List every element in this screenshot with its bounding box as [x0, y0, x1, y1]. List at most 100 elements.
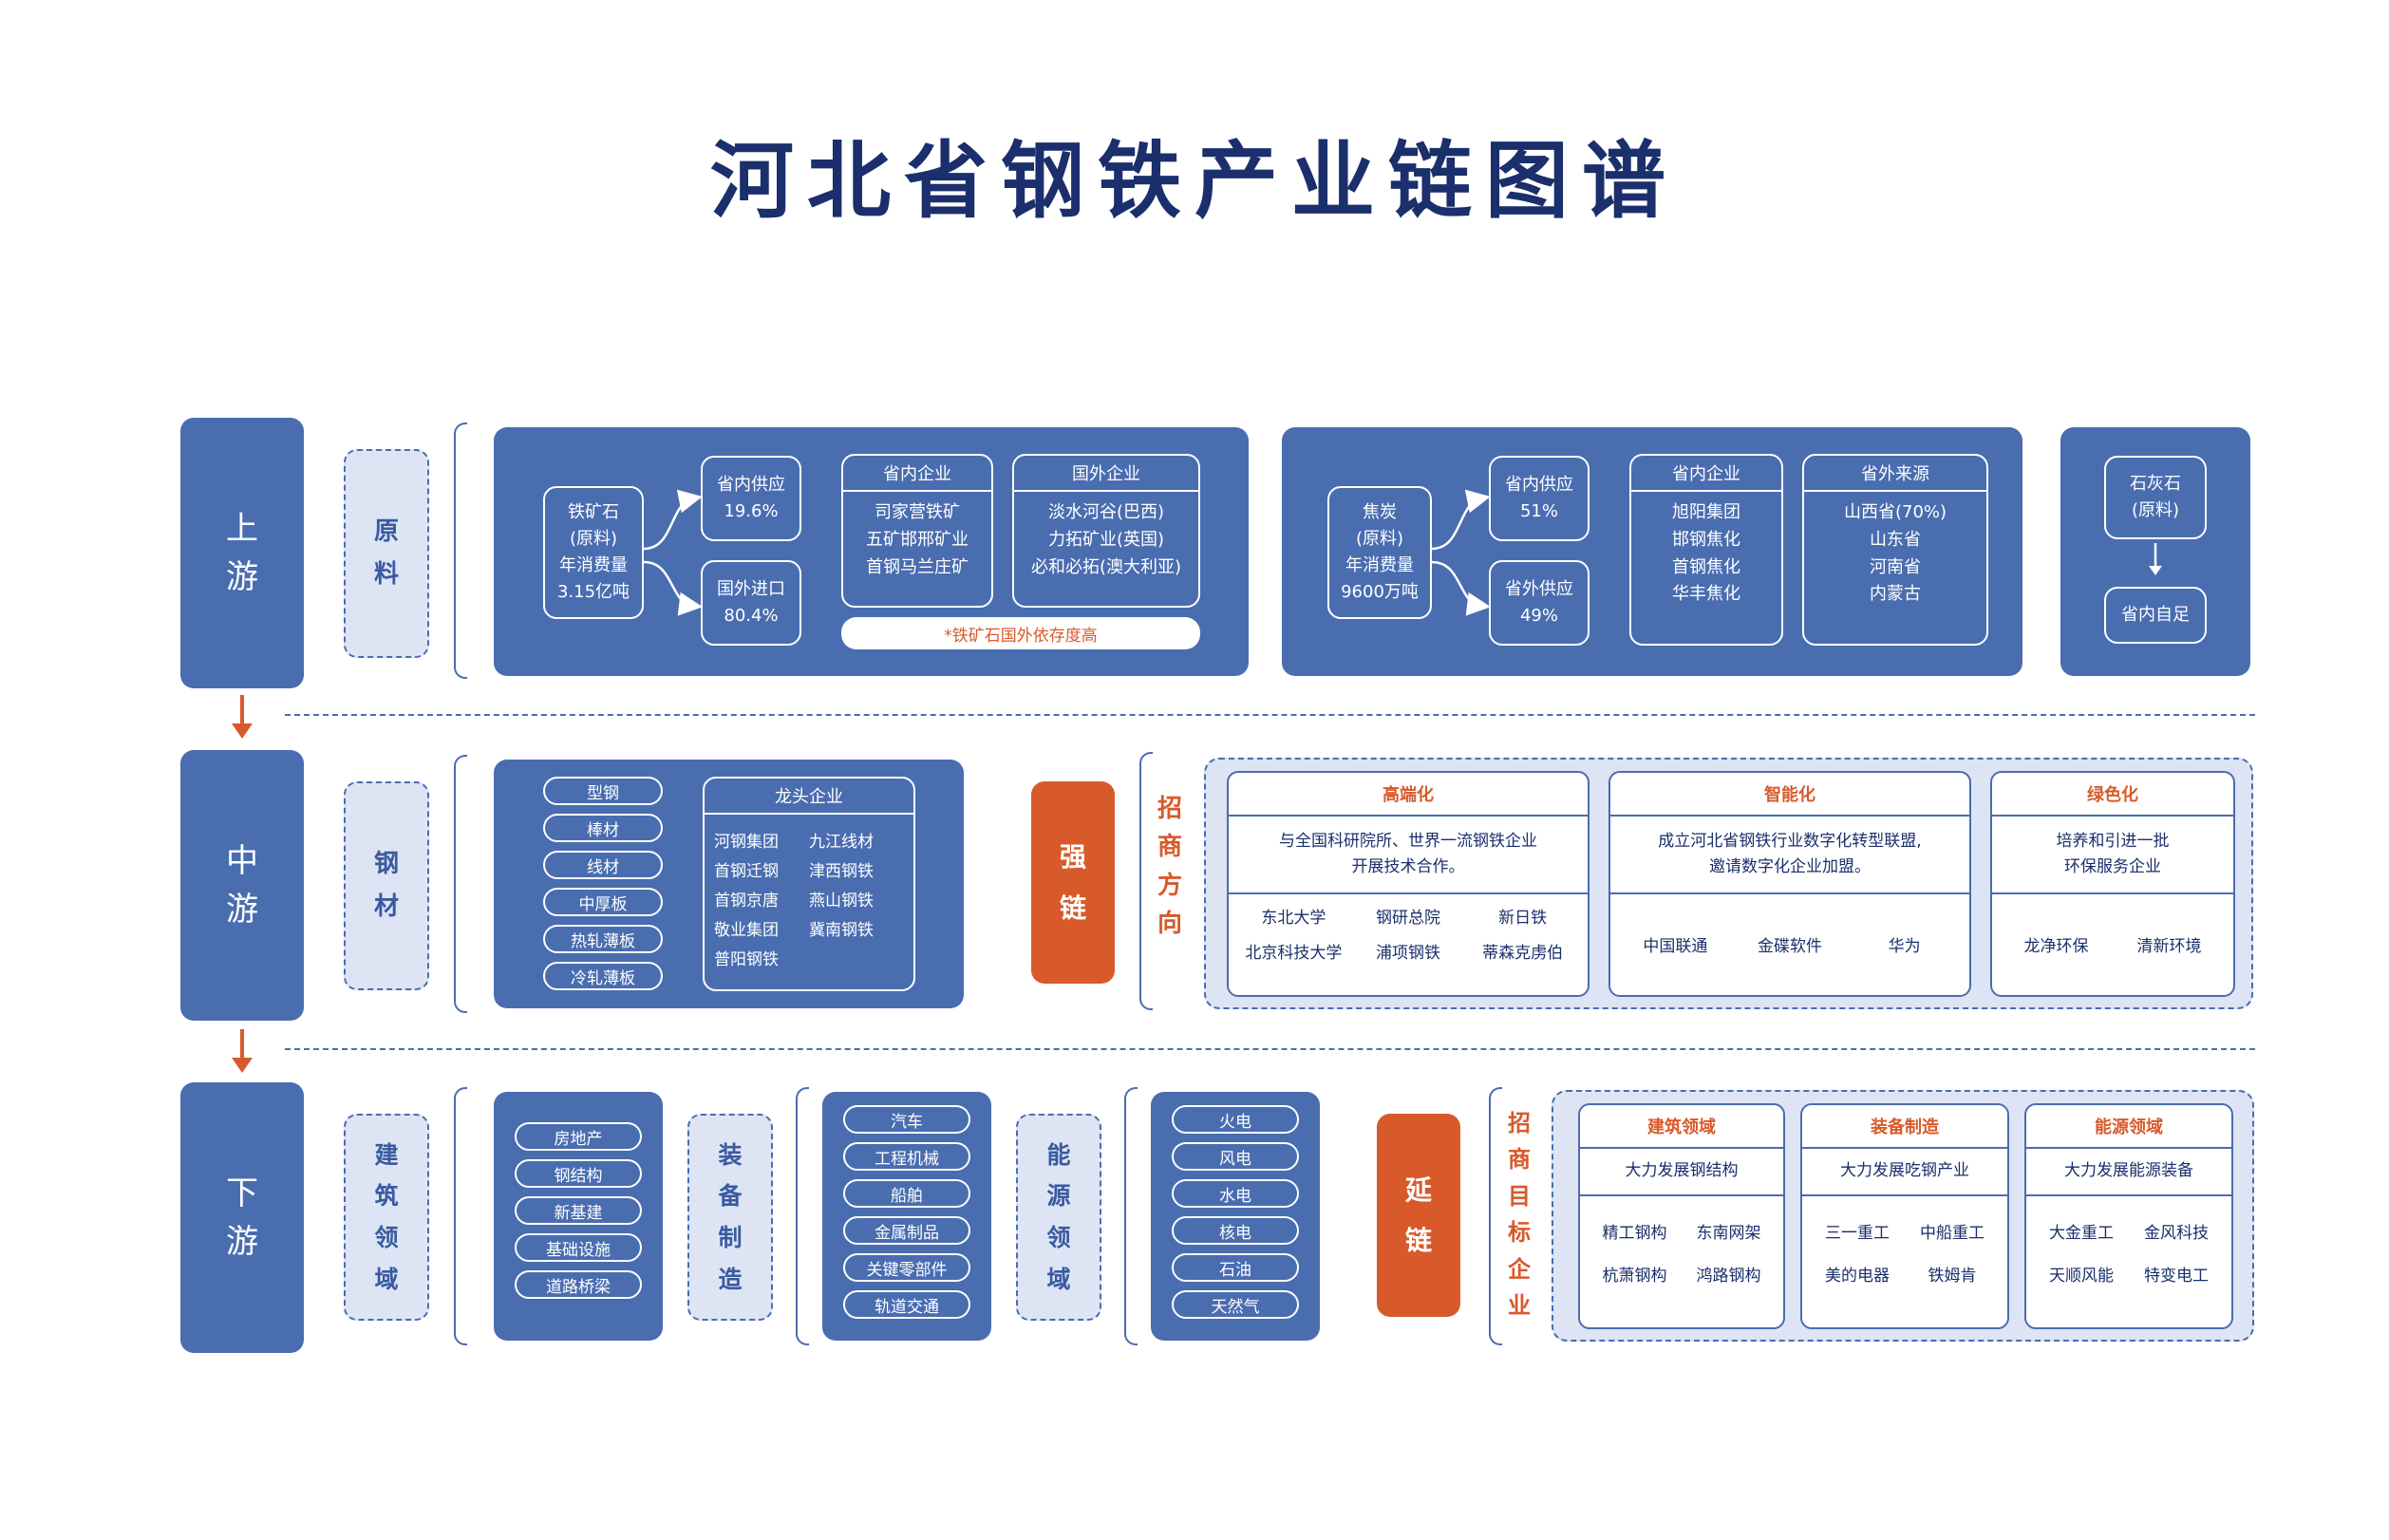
investment-target-panel: 建筑领域 大力发展钢结构 精工钢构 东南网架 杭萧钢构 鸿路钢构 装备制造 大力… — [1552, 1090, 2254, 1342]
enterprise: 津西钢铁 — [809, 862, 874, 881]
source-line: 石灰石 — [2130, 474, 2181, 495]
sector-pill: 天然气 — [1172, 1290, 1299, 1319]
coke-external-supply: 省外供应 49% — [1489, 560, 1590, 646]
source-line: 焦炭 — [1363, 502, 1397, 523]
flow-arrow-head — [232, 723, 253, 739]
enterprise: 特变电工 — [2144, 1267, 2209, 1286]
card-header: 省内企业 — [1631, 456, 1781, 492]
badge-char: 延 — [1404, 1174, 1432, 1206]
category-char: 备 — [718, 1182, 743, 1211]
tier-char: 游 — [226, 557, 258, 596]
label-char: 业 — [1508, 1291, 1531, 1319]
flow-arrow — [240, 1029, 244, 1060]
enterprise: 鸿路钢构 — [1696, 1267, 1761, 1286]
badge-char: 强 — [1059, 841, 1086, 873]
label-char: 向 — [1157, 909, 1182, 938]
iron-ore-source: 铁矿石 (原料) 年消费量 3.15亿吨 — [543, 486, 644, 619]
coke-domestic-supply: 省内供应 51% — [1489, 456, 1590, 541]
category-char: 建 — [374, 1140, 399, 1169]
iron-domestic-supply: 省内供应 19.6% — [701, 456, 801, 541]
sector-pill: 基础设施 — [515, 1233, 642, 1262]
construction-target-card: 建筑领域 大力发展钢结构 精工钢构 东南网架 杭萧钢构 鸿路钢构 — [1578, 1103, 1785, 1329]
category-char: 领 — [374, 1224, 399, 1251]
flow-arrow — [240, 695, 244, 725]
enterprise: 必和必拓(澳大利亚) — [1030, 556, 1182, 577]
sector-pill: 水电 — [1172, 1179, 1299, 1208]
limestone-panel: 石灰石 (原料) 省内自足 — [2060, 427, 2250, 676]
category-char: 域 — [374, 1265, 399, 1293]
category-char: 原 — [373, 516, 399, 546]
label-char: 招 — [1508, 1110, 1531, 1136]
label-char: 方 — [1157, 871, 1182, 900]
source-line: 年消费量 — [1345, 555, 1414, 575]
label-char: 商 — [1157, 833, 1182, 862]
enterprise: 美的电器 — [1825, 1267, 1890, 1286]
enterprise: 淡水河谷(巴西) — [1047, 502, 1165, 522]
source-region: 山西省(70%) — [1843, 502, 1947, 522]
enterprise: 首钢焦化 — [1672, 556, 1740, 577]
badge-char: 链 — [1404, 1225, 1432, 1256]
high-end-card: 高端化 与全国科研院所、世界一流钢铁企业 开展技术合作。 东北大学 钢研总院 新… — [1227, 771, 1590, 997]
investment-direction-label: 招 商 方 向 — [1151, 790, 1189, 943]
iron-in-province-enterprises: 省内企业 司家营铁矿 五矿邯邢矿业 首钢马兰庄矿 — [841, 454, 993, 608]
category-char: 装 — [718, 1140, 743, 1169]
label-char: 目 — [1508, 1182, 1531, 1210]
sector-pill: 石油 — [1172, 1253, 1299, 1282]
category-char: 域 — [1046, 1265, 1071, 1293]
category-char: 制 — [718, 1224, 743, 1251]
iron-foreign-enterprises: 国外企业 淡水河谷(巴西) 力拓矿业(英国) 必和必拓(澳大利亚) — [1012, 454, 1200, 608]
enterprise: 中国联通 — [1643, 936, 1708, 956]
coke-source: 焦炭 (原料) 年消费量 9600万吨 — [1327, 486, 1432, 619]
card-desc: 大力发展能源装备 — [2064, 1161, 2193, 1181]
enterprise: 普阳钢铁 — [714, 950, 779, 969]
label-char: 招 — [1157, 795, 1182, 823]
brace — [454, 1087, 467, 1345]
category-energy: 能 源 领 域 — [1016, 1114, 1101, 1321]
enterprise: 金风科技 — [2144, 1224, 2209, 1243]
tier-char: 游 — [226, 890, 258, 929]
card-header: 省内企业 — [843, 456, 991, 492]
supply-label: 省外供应 — [1505, 579, 1573, 600]
product-pill: 型钢 — [543, 777, 663, 805]
enterprise: 河钢集团 — [714, 833, 779, 852]
enterprise: 精工钢构 — [1602, 1224, 1667, 1243]
enterprise: 铁姆肯 — [1928, 1267, 1977, 1286]
category-equipment: 装 备 制 造 — [687, 1114, 773, 1321]
page-title: 河北省钢铁产业链图谱 — [709, 131, 1679, 230]
split-arrows — [1431, 489, 1491, 616]
card-desc: 邀请数字化企业加盟。 — [1709, 857, 1871, 876]
supply-label: 国外进口 — [717, 579, 785, 600]
card-header: 能源领域 — [2026, 1105, 2231, 1149]
tier-char: 中 — [226, 841, 258, 880]
enterprise: 五矿邯邢矿业 — [866, 529, 969, 550]
enterprise: 东南网架 — [1696, 1224, 1761, 1243]
product-pill: 冷轧薄板 — [543, 962, 663, 990]
tier-char: 下 — [226, 1174, 258, 1212]
brace — [1124, 1087, 1138, 1345]
enterprise: 蒂森克虏伯 — [1482, 944, 1564, 963]
extend-chain-badge: 延 链 — [1377, 1114, 1460, 1317]
label-char: 商 — [1508, 1146, 1531, 1174]
category-char: 领 — [1046, 1224, 1071, 1251]
limestone-self-sufficient: 省内自足 — [2104, 587, 2207, 644]
card-desc: 大力发展钢结构 — [1625, 1161, 1739, 1181]
label-char: 企 — [1508, 1255, 1531, 1283]
enterprise: 东北大学 — [1261, 909, 1326, 928]
tier-char: 游 — [226, 1222, 258, 1261]
enterprise: 邯钢焦化 — [1672, 529, 1740, 550]
sector-pill: 工程机械 — [843, 1142, 970, 1171]
product-pill: 线材 — [543, 851, 663, 879]
enterprise: 华为 — [1888, 936, 1921, 956]
smart-card: 智能化 成立河北省钢铁行业数字化转型联盟, 邀请数字化企业加盟。 中国联通 金碟… — [1608, 771, 1971, 997]
supply-label: 省内供应 — [1505, 475, 1573, 496]
enterprise: 三一重工 — [1825, 1224, 1890, 1243]
construction-panel: 房地产 钢结构 新基建 基础设施 道路桥梁 — [494, 1092, 663, 1341]
investment-direction-panel: 高端化 与全国科研院所、世界一流钢铁企业 开展技术合作。 东北大学 钢研总院 新… — [1204, 758, 2253, 1009]
enterprise: 九江线材 — [809, 833, 874, 852]
sector-pill: 钢结构 — [515, 1159, 642, 1188]
source-line: (原料) — [1355, 529, 1404, 550]
category-char: 料 — [373, 560, 399, 589]
enterprise: 清新环境 — [2136, 936, 2202, 956]
investment-target-label: 招 商 目 标 企 业 — [1500, 1105, 1538, 1324]
brace — [454, 755, 467, 1013]
